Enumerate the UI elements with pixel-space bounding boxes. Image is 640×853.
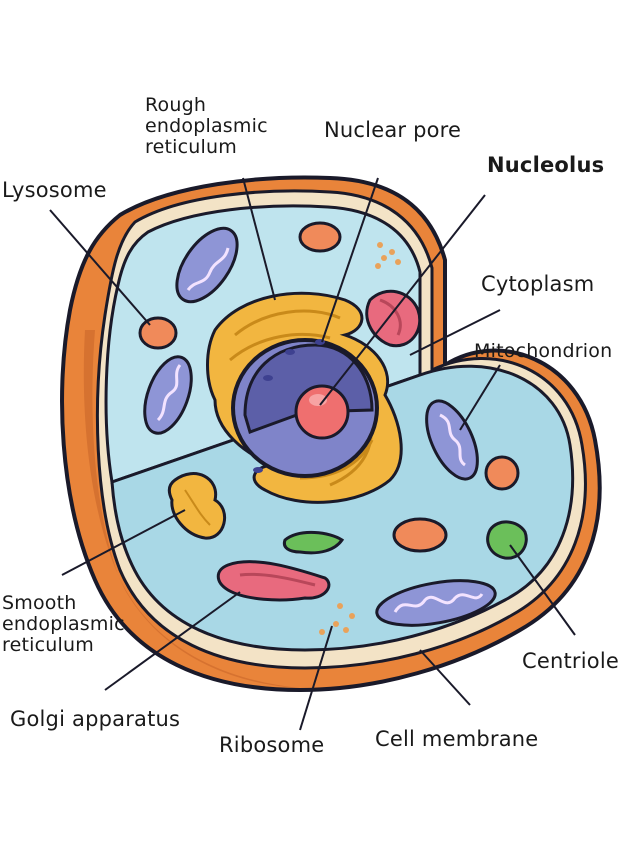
label-cell-membrane: Cell membrane bbox=[375, 727, 539, 751]
label-nucleolus: Nucleolus bbox=[487, 153, 605, 177]
nuclear-pore-dot bbox=[263, 375, 273, 381]
label-mitochondrion: Mitochondrion bbox=[474, 340, 613, 362]
nuclear-pore-dot bbox=[253, 467, 263, 473]
label-centriole: Centriole bbox=[522, 649, 619, 673]
rough-er-folds bbox=[229, 309, 374, 487]
ribosome-dots bbox=[319, 242, 401, 635]
golgi-shape bbox=[216, 560, 331, 602]
lysosome-shape bbox=[484, 455, 520, 491]
smooth-er-shape bbox=[167, 472, 226, 540]
label-cytoplasm: Cytoplasm bbox=[481, 272, 595, 296]
label-golgi-apparatus: Golgi apparatus bbox=[10, 707, 181, 731]
leader-lines bbox=[49, 177, 576, 731]
mitochondrion-shape bbox=[425, 399, 479, 481]
label-lysosome: Lysosome bbox=[2, 178, 107, 202]
label-rough-er: Rough endoplasmic reticulum bbox=[145, 94, 268, 158]
nucleolus-shape bbox=[294, 384, 350, 440]
label-nuclear-pore: Nuclear pore bbox=[324, 118, 462, 142]
lysosome-shape bbox=[392, 517, 448, 553]
nuclear-pore-dot bbox=[285, 349, 295, 355]
centriole-shape bbox=[486, 520, 528, 560]
mitochondrion-shape bbox=[175, 226, 239, 304]
green-body-shape bbox=[282, 531, 345, 555]
mitochondrion-shape bbox=[375, 579, 497, 627]
golgi-small-shape bbox=[365, 289, 422, 348]
label-ribosome: Ribosome bbox=[219, 733, 325, 757]
mitochondrion-shape bbox=[143, 355, 193, 435]
lysosome-shape bbox=[298, 221, 342, 253]
label-smooth-er: Smooth endoplasmic reticulum bbox=[2, 592, 125, 656]
lysosome-shape bbox=[138, 316, 178, 350]
